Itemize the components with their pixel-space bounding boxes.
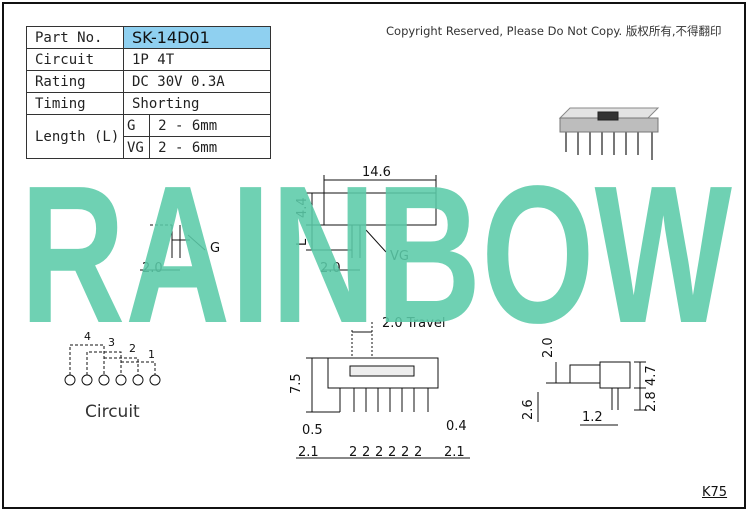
- circuit-position-2: 2: [129, 342, 136, 355]
- circuit-value: 1P 4T: [123, 48, 271, 71]
- spec-row-circuit: Circuit 1P 4T: [26, 48, 271, 71]
- label-g: G: [210, 241, 220, 256]
- rating-value: DC 30V 0.3A: [123, 70, 271, 93]
- spec-row-length-vg: VG 2 - 6mm: [27, 136, 271, 159]
- front-view: [296, 322, 470, 459]
- dim-edge-right: 2.1: [444, 445, 465, 460]
- dim-top-height: 4.4: [295, 197, 310, 218]
- dim-pin-offset-left: 2.0: [142, 261, 163, 276]
- dim-pitch-2: 2: [362, 445, 370, 460]
- dim-end-offset: 0.5: [302, 423, 323, 438]
- dim-pitch-1: 2: [349, 445, 357, 460]
- dim-pin-width: 0.4: [446, 419, 467, 434]
- dim-side-top: 2.0: [541, 337, 556, 358]
- dim-pitch-4: 2: [388, 445, 396, 460]
- product-photo: [558, 107, 660, 160]
- dim-travel: 2.0 Travel: [382, 316, 445, 331]
- dim-length-symbol: L: [295, 238, 310, 246]
- dim-edge-left: 2.1: [298, 445, 319, 460]
- spec-row-timing: Timing Shorting: [26, 92, 271, 115]
- circuit-position-4: 4: [84, 330, 91, 343]
- circuit-schematic: [64, 344, 161, 386]
- copyright-notice: Copyright Reserved, Please Do Not Copy. …: [386, 24, 722, 38]
- side-view: [537, 361, 646, 426]
- dim-side-pin-offset: 1.2: [582, 410, 603, 425]
- top-view: [306, 175, 437, 271]
- length-vg-code: VG: [122, 136, 151, 159]
- dim-side-pin-height: 2.8: [644, 391, 659, 412]
- dim-pitch-3: 2: [375, 445, 383, 460]
- watermark-text: RAINBOW: [20, 145, 732, 364]
- length-vg-value: 2 - 6mm: [149, 136, 271, 159]
- dim-side-bottom: 2.6: [521, 399, 536, 420]
- label-vg: VG: [390, 249, 409, 264]
- dim-top-width: 14.6: [362, 165, 391, 180]
- spec-table: Part No. SK-14D01 Circuit 1P 4T Rating D…: [26, 26, 271, 159]
- rating-label: Rating: [26, 70, 124, 93]
- dim-side-height: 4.7: [644, 365, 659, 386]
- g-view: [140, 224, 206, 271]
- spec-row-part-no: Part No. SK-14D01: [26, 26, 271, 49]
- circuit-pin-4: [115, 374, 127, 386]
- circuit-pin-3: [98, 374, 110, 386]
- dim-pin-offset-right: 2.0: [320, 261, 341, 276]
- dim-pitch-5: 2: [401, 445, 409, 460]
- circuit-position-1: 1: [148, 348, 155, 361]
- length-g-code: G: [122, 114, 151, 137]
- dim-body-height: 7.5: [289, 373, 304, 394]
- dim-pitch-6: 2: [414, 445, 422, 460]
- circuit-position-3: 3: [108, 336, 115, 349]
- spec-row-rating: Rating DC 30V 0.3A: [26, 70, 271, 93]
- timing-label: Timing: [26, 92, 124, 115]
- page-code: K75: [702, 485, 728, 500]
- circuit-caption: Circuit: [85, 402, 140, 422]
